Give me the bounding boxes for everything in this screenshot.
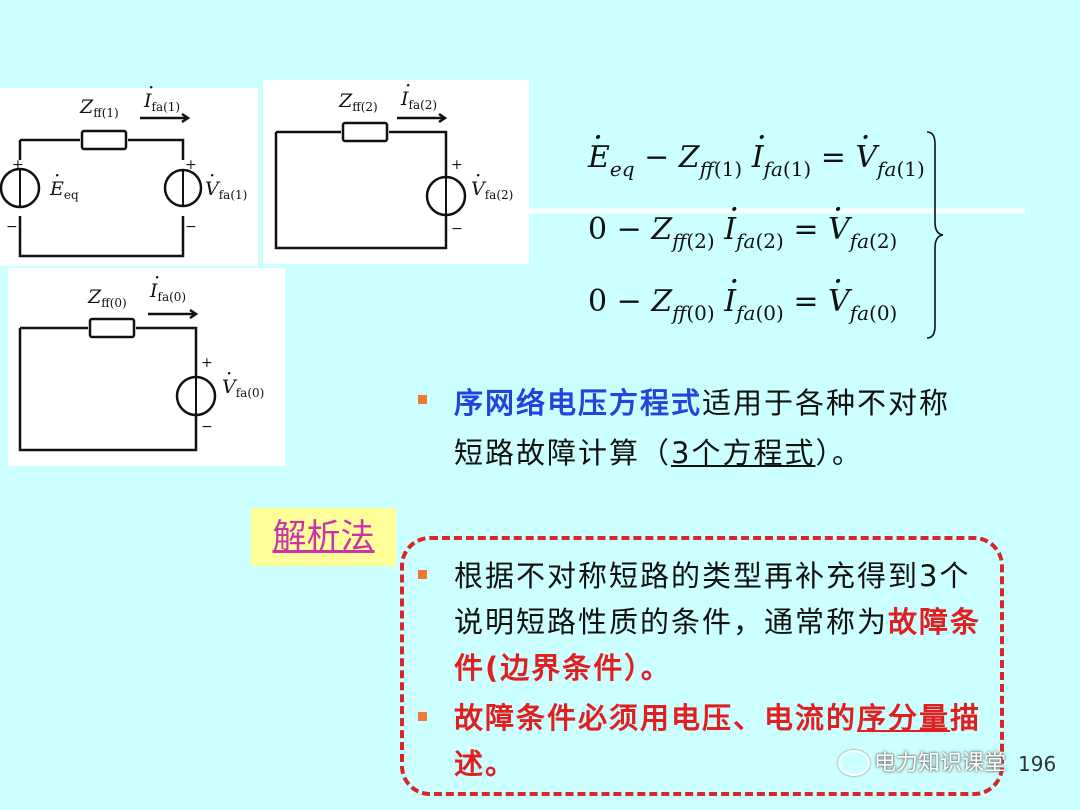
analysis-method-tag: 解析法 (251, 508, 396, 566)
bullet-marker (418, 712, 427, 721)
watermark: 电力知识课堂 (874, 751, 1007, 776)
current-label: Ifa(1) (144, 92, 180, 114)
right-brace (926, 131, 944, 339)
plus-sign: + (201, 355, 213, 371)
circuit-wires (18, 308, 217, 452)
zero-sequence-circuit: Zff(0) Ifa(0) Vfa(0) + − (8, 268, 285, 466)
minus-sign: − (185, 219, 197, 235)
sequence-equations: Eeq − Zff(1) Ifa(1) = Vfa(1) 0 − Zff(2) … (580, 118, 944, 340)
minus-sign: − (6, 219, 18, 235)
circuit-wires (0, 112, 203, 258)
source-label: Eeq (50, 180, 79, 202)
plus-sign: + (451, 157, 463, 173)
plus-sign: + (185, 157, 197, 173)
bullet-list-top: 序网络电压方程式适用于各种不对称短路故障计算（3个方程式）。 (412, 378, 972, 478)
current-label: Ifa(0) (150, 282, 186, 304)
bullet-item: 故障条件必须用电压、电流的序分量描述。 (412, 695, 982, 787)
bullet-item: 根据不对称短路的类型再补充得到3个说明短路性质的条件，通常称为故障条件(边界条件… (412, 553, 982, 691)
equation-negative: 0 − Zff(2) Ifa(2) = Vfa(2) (588, 190, 897, 253)
circuit-wires (274, 112, 467, 250)
impedance-label: Zff(0) (88, 286, 127, 310)
current-label: Ifa(2) (401, 90, 437, 112)
minus-sign: − (201, 419, 213, 435)
bullet-marker (418, 395, 427, 404)
voltage-label: Vfa(0) (222, 378, 264, 400)
negative-sequence-circuit: Zff(2) Ifa(2) Vfa(2) + − (263, 80, 529, 264)
page-number: 196 (1018, 752, 1057, 776)
bullet-marker (418, 570, 427, 579)
impedance-label: Zff(1) (80, 96, 119, 120)
minus-sign: − (451, 221, 463, 237)
voltage-label: Vfa(1) (205, 180, 247, 202)
dashed-callout-box (400, 536, 1004, 796)
positive-sequence-circuit: Zff(1) Ifa(1) Eeq Vfa(1) + + − − (0, 88, 258, 266)
bullet-item: 序网络电压方程式适用于各种不对称短路故障计算（3个方程式）。 (412, 378, 972, 478)
plus-sign: + (12, 157, 24, 173)
bullet-list-boxed: 根据不对称短路的类型再补充得到3个说明短路性质的条件，通常称为故障条件(边界条件… (412, 553, 982, 787)
wechat-icon (838, 750, 870, 776)
impedance-label: Zff(2) (339, 90, 378, 114)
equation-positive: Eeq − Zff(1) Ifa(1) = Vfa(1) (588, 118, 925, 181)
equation-zero: 0 − Zff(0) Ifa(0) = Vfa(0) (588, 262, 897, 325)
voltage-label: Vfa(2) (471, 180, 513, 202)
divider-line (470, 208, 1025, 214)
